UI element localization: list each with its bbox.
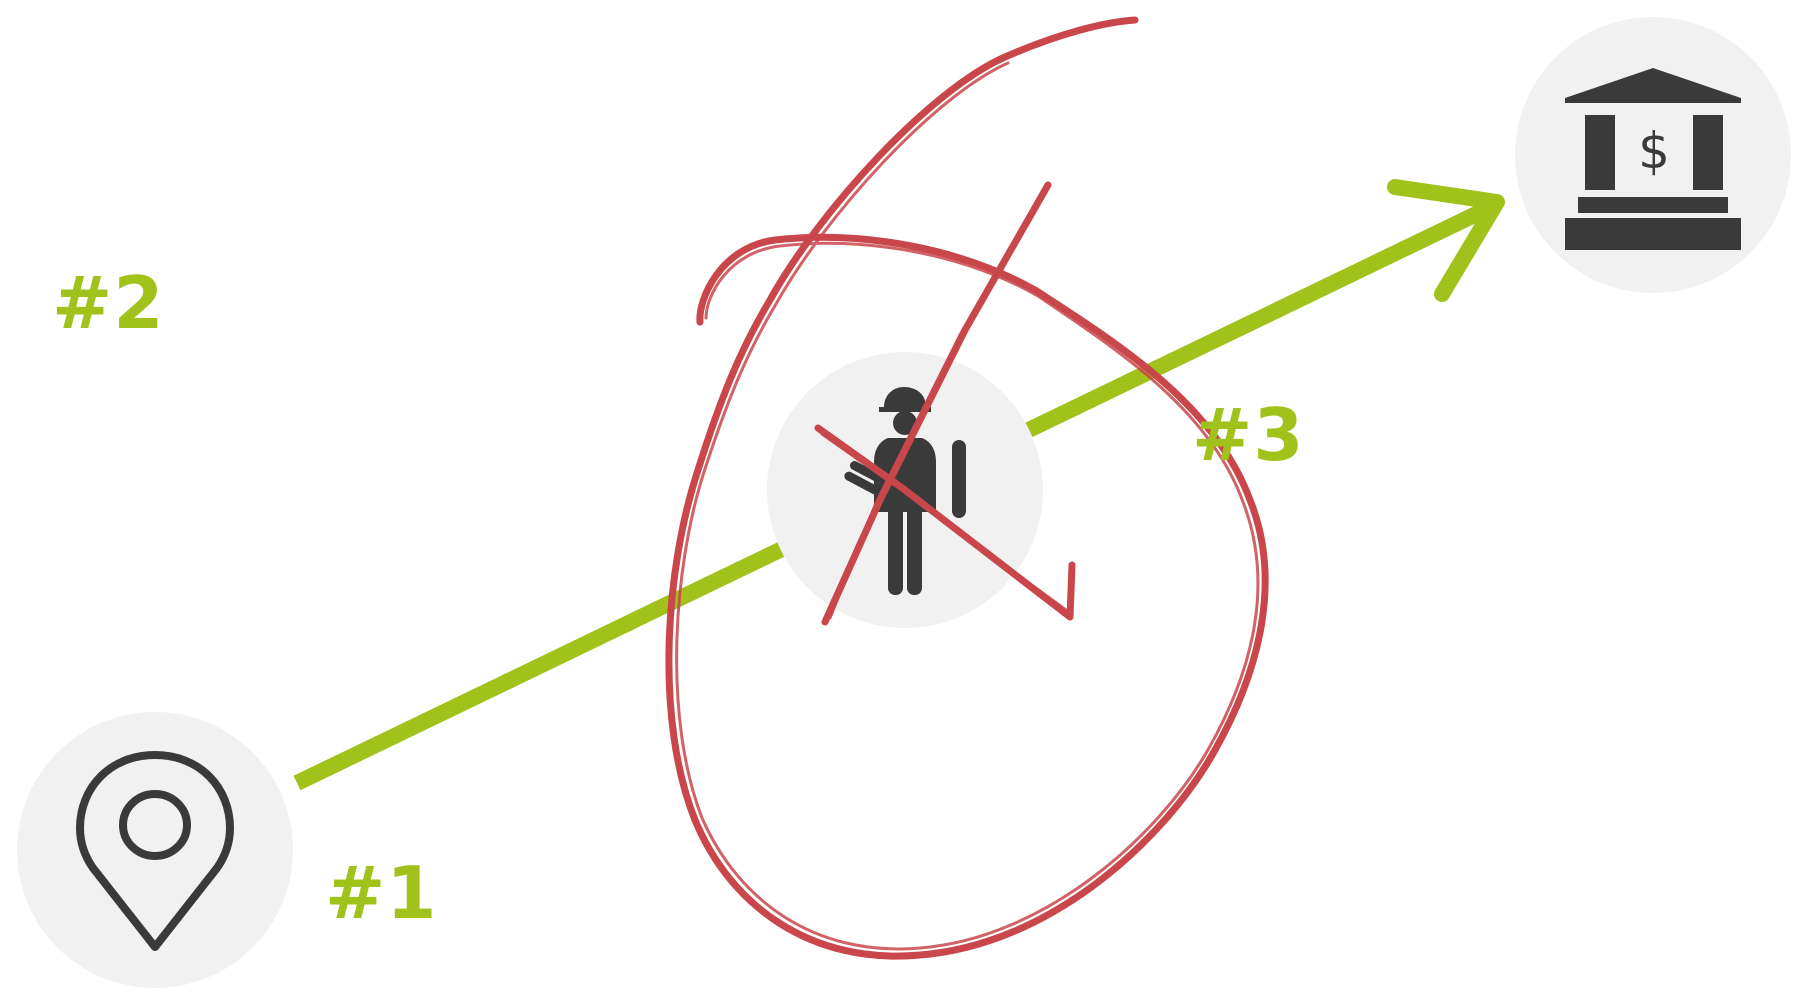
construction-worker-icon <box>844 387 966 595</box>
strike-line-1-echo <box>828 188 1045 620</box>
step-label-3: #3 <box>1192 393 1304 477</box>
end-node: $ <box>1515 17 1791 293</box>
bank-icon: $ <box>1565 68 1741 250</box>
step-label-1: #1 <box>325 851 437 935</box>
location-pin-icon <box>76 751 234 951</box>
strike-line-2-echo <box>820 432 1068 612</box>
dollar-sign: $ <box>1638 122 1670 180</box>
step-label-2: #2 <box>52 261 164 345</box>
red-circle-scribble-echo <box>675 61 1260 951</box>
strike-out-mark <box>665 16 1269 960</box>
step-labels: #2 #1 #3 <box>52 261 1304 935</box>
start-node <box>17 712 293 988</box>
arrow-head <box>1387 179 1505 302</box>
red-circle-scribble <box>665 16 1269 960</box>
start-circle <box>17 712 293 988</box>
